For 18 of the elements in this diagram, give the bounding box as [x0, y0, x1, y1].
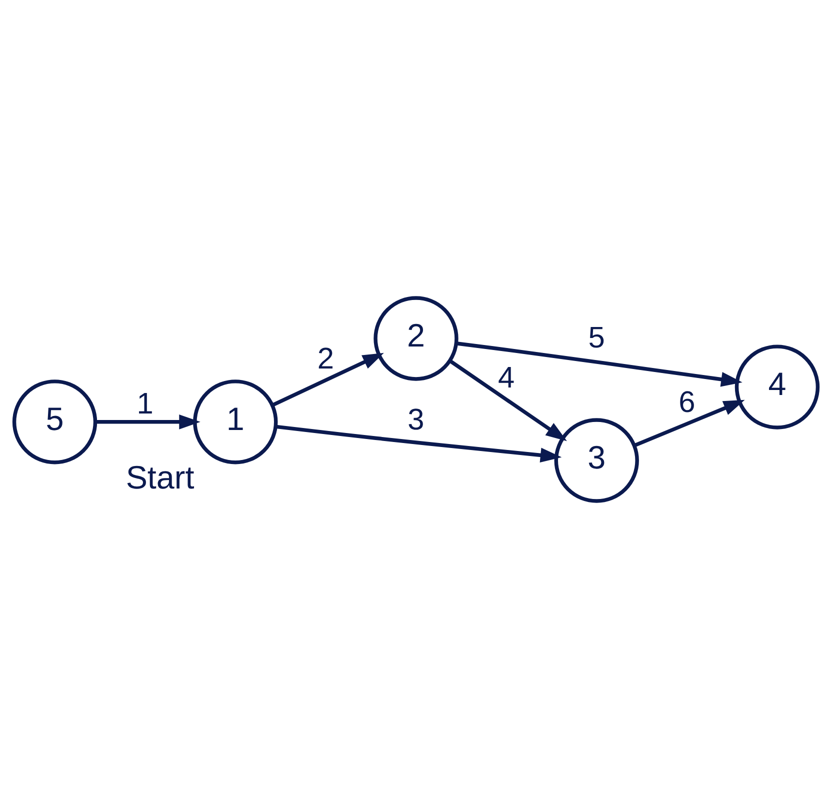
node-circle: 4 [734, 344, 820, 429]
node-circle: 2 [374, 296, 458, 380]
node-circle: 3 [554, 418, 639, 502]
edge-label: 2 [317, 342, 334, 376]
arrow [272, 352, 384, 406]
arrow [456, 341, 742, 386]
node-circle: 5 [12, 379, 98, 464]
edge-label: 3 [408, 403, 424, 436]
arrow [96, 414, 200, 429]
node-label: Start [126, 458, 194, 495]
arrow [448, 358, 567, 441]
arrow [276, 424, 562, 462]
edge-label: 1 [136, 386, 154, 420]
edge-label: 5 [588, 320, 605, 354]
edge-label: 6 [678, 386, 696, 419]
edge-label: 4 [498, 360, 515, 394]
node-circle: 1 [193, 379, 278, 464]
arrow [634, 399, 745, 447]
